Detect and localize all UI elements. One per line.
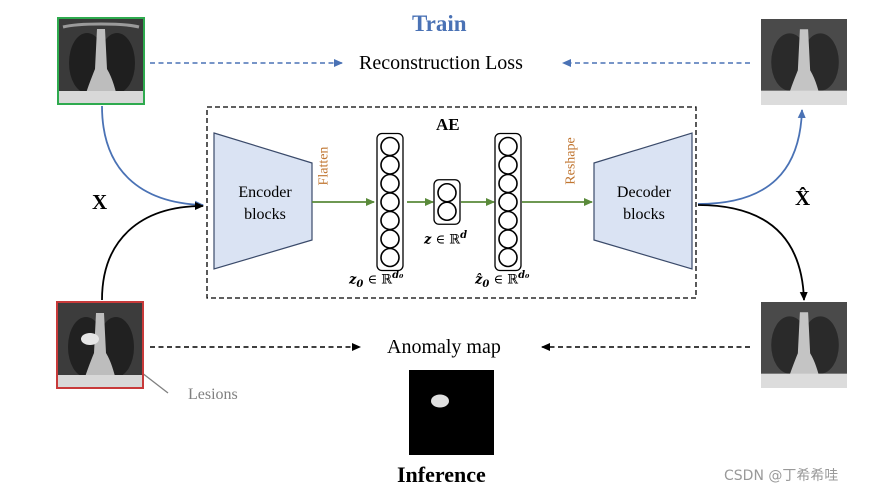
x-label: X: [92, 190, 108, 214]
anomaly-spot: [431, 394, 449, 408]
x-hat-label: X̂: [795, 186, 811, 210]
z0-node: [380, 247, 400, 268]
lesions-label: Lesions: [188, 386, 238, 403]
z-sup: d: [460, 230, 468, 241]
z0-set: ∈ ℝ: [363, 272, 393, 288]
zhat-label: ẑ0 ∈ ℝd₀: [475, 270, 529, 290]
z-var: z: [424, 232, 432, 248]
z-set: ∈ ℝ: [431, 232, 461, 248]
inference-input-xray: [56, 301, 144, 389]
anomaly-map-label: Anomaly map: [387, 336, 501, 358]
reconstruction-loss-label: Reconstruction Loss: [359, 52, 523, 74]
encoder-label: Encoder blocks: [226, 182, 304, 226]
latent-layer-z0: [376, 132, 404, 272]
z0-sup: d₀: [392, 270, 404, 281]
z0-var: z: [349, 272, 357, 288]
decoder-label: Decoder blocks: [602, 182, 686, 226]
z0-node: [380, 210, 400, 231]
anomaly-map-image: [409, 370, 494, 455]
train-input-curve: [101, 105, 204, 209]
encoder-block: [213, 132, 313, 270]
ae-label: AE: [436, 115, 460, 134]
zhat-sub: 0: [482, 278, 490, 290]
flatten-label: Flatten: [316, 146, 332, 186]
inference-input-curve: [101, 202, 204, 301]
z0-sub: 0: [356, 278, 364, 290]
zhat-set: ∈ ℝ: [489, 272, 519, 288]
chest-xray-image: [761, 19, 847, 105]
zhat-sup: d₀: [518, 270, 530, 281]
z0-node: [380, 192, 400, 212]
train-title: Train: [412, 11, 467, 36]
ae-frame: [206, 106, 697, 299]
latent-layer-z: [433, 179, 461, 225]
zhat-node: [498, 247, 518, 268]
decoder-block: [593, 132, 693, 270]
z0-node: [380, 173, 400, 194]
z-label: z ∈ ℝd: [424, 230, 467, 247]
chest-xray-image: [59, 19, 143, 103]
reshape-label: Reshape: [563, 137, 579, 185]
decoder-label-line1: Decoder: [616, 184, 672, 201]
latent-layer-zhat: [494, 132, 522, 272]
encoder-label-line1: Encoder: [238, 184, 292, 201]
lesion-spot: [81, 333, 99, 345]
z0-node: [380, 229, 400, 249]
zhat-node: [498, 136, 518, 157]
z0-node: [380, 136, 400, 157]
zhat-node: [498, 192, 518, 212]
train-input-xray: [57, 17, 145, 105]
zhat-node: [498, 155, 518, 175]
chest-xray-image: [761, 302, 847, 388]
z0-label: z0 ∈ ℝd₀: [349, 270, 403, 290]
inference-output-xray: [761, 302, 847, 388]
zhat-node: [498, 210, 518, 231]
zhat-var: ẑ: [475, 272, 483, 288]
chest-xray-image: [58, 303, 142, 387]
zhat-node: [498, 229, 518, 249]
train-output-xray: [761, 19, 847, 105]
z-node: [437, 182, 457, 203]
encoder-label-line2: blocks: [244, 206, 286, 223]
watermark: CSDN @丁希希哇: [724, 468, 839, 484]
inference-title: Inference: [397, 462, 486, 487]
zhat-node: [498, 173, 518, 194]
inference-output-curve: [697, 204, 808, 301]
decoder-label-line2: blocks: [623, 206, 665, 223]
z0-node: [380, 155, 400, 175]
z-node: [437, 201, 457, 222]
train-output-curve: [697, 109, 806, 205]
